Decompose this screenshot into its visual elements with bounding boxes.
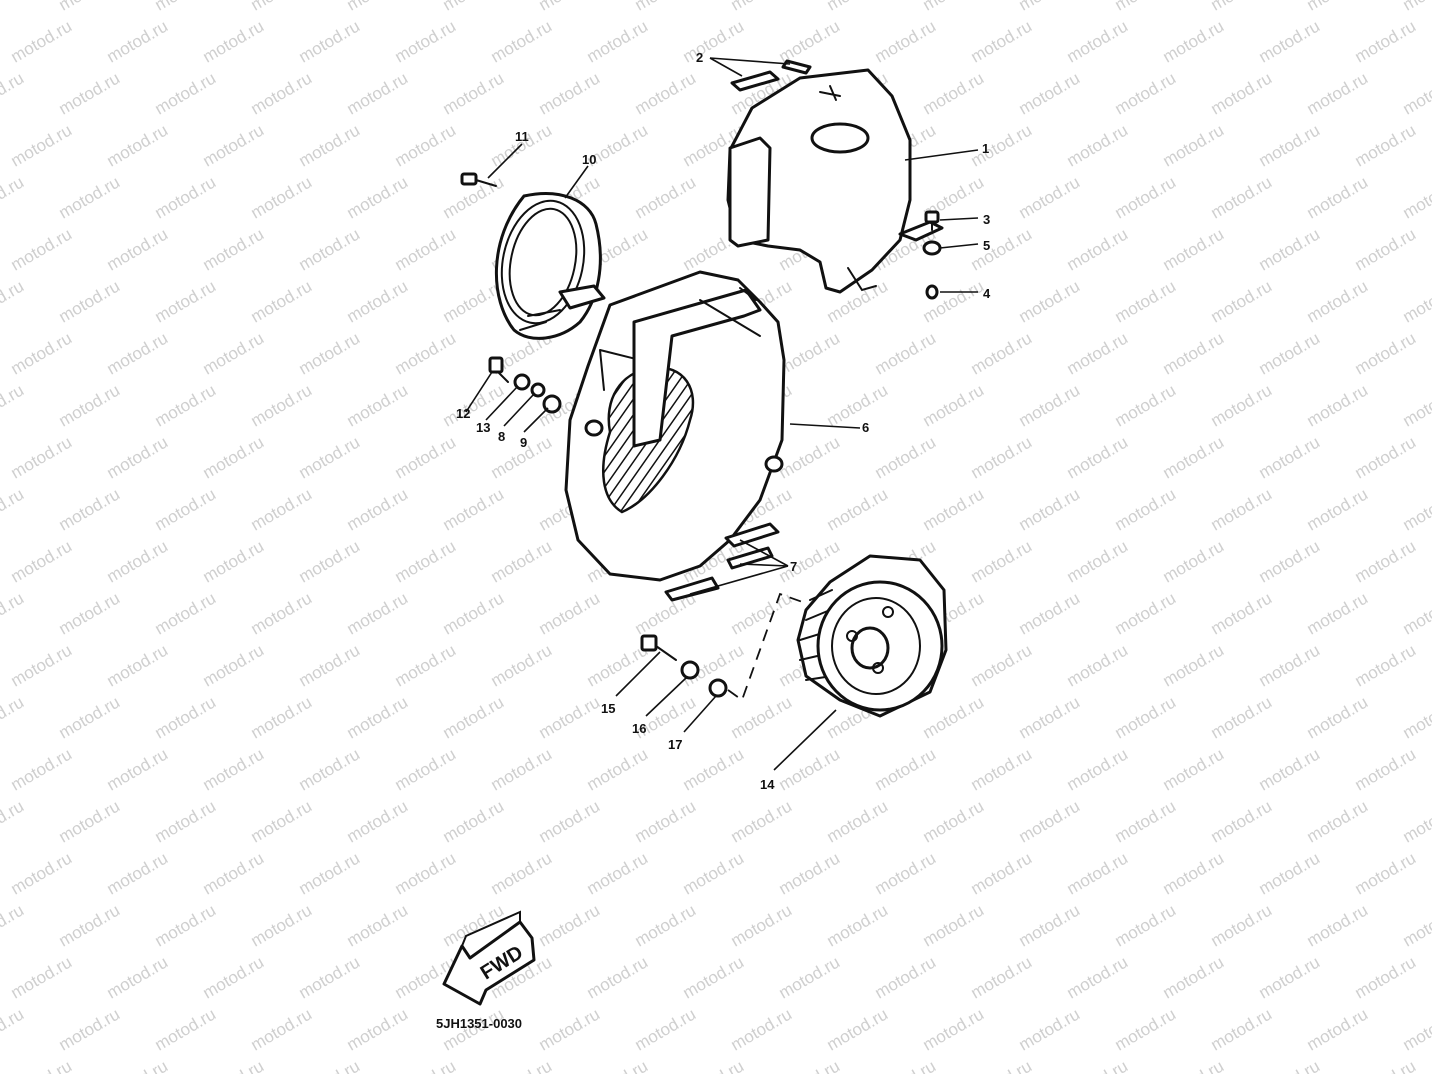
fwd-arrow-icon: FWD xyxy=(442,910,536,1006)
diagram-code: 5JH1351-0030 xyxy=(436,1016,522,1031)
callout-5: 5 xyxy=(983,238,990,253)
cooling-fan-part xyxy=(796,554,948,718)
callout-2: 2 xyxy=(696,50,703,65)
callout-3: 3 xyxy=(983,212,990,227)
collar-8-part xyxy=(530,382,546,398)
washer-16-part xyxy=(680,660,700,680)
nut-4-part xyxy=(925,284,939,300)
bolt-15-part xyxy=(640,634,677,661)
tape-7-part xyxy=(664,522,780,602)
callout-9: 9 xyxy=(520,435,527,450)
callout-10: 10 xyxy=(582,152,596,167)
screw-11-part xyxy=(460,172,497,187)
collar-5-part xyxy=(922,240,942,256)
callout-17: 17 xyxy=(668,737,682,752)
callout-4: 4 xyxy=(983,286,991,301)
leader-lines xyxy=(465,57,979,771)
shroud-cover-part xyxy=(726,68,944,294)
bolt-12-part xyxy=(488,356,509,383)
callout-14: 14 xyxy=(760,777,775,792)
callout-labels: 1 2 3 4 5 6 7 8 9 10 11 12 13 14 15 16 1… xyxy=(456,50,991,792)
screw-3-part xyxy=(924,210,940,231)
fan-shroud-part xyxy=(564,270,786,582)
callout-1: 1 xyxy=(982,141,989,156)
callout-15: 15 xyxy=(601,701,615,716)
callout-12: 12 xyxy=(456,406,470,421)
callout-8: 8 xyxy=(498,429,505,444)
washer-13-part xyxy=(513,373,531,391)
washer-17-part xyxy=(708,678,728,698)
duct-ring-part xyxy=(494,192,606,340)
callout-6: 6 xyxy=(862,420,869,435)
callout-11: 11 xyxy=(515,129,529,144)
callout-16: 16 xyxy=(632,721,646,736)
callout-13: 13 xyxy=(476,420,490,435)
callout-7: 7 xyxy=(790,559,797,574)
